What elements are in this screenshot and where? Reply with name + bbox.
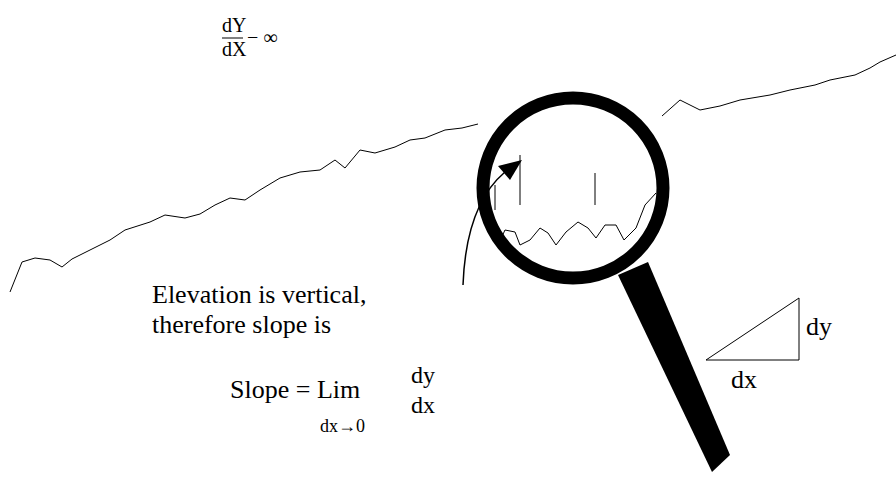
arrow-head [498,160,522,180]
slope-triangle [706,298,799,360]
dimension-label: dx [731,365,757,395]
pointer-arrow [463,172,505,285]
elevation-tick [595,173,596,205]
limit-subscript: dx→0 [320,416,365,437]
magnifier-handle [618,262,730,472]
elevation-tick [495,185,496,210]
terrain-line [662,55,896,116]
fraction-denominator: dx [411,392,435,420]
magnifier-lens [483,98,663,278]
note-text: Elevation is vertical, therefore slope i… [152,280,452,340]
magnified-terrain [498,193,656,245]
formula-text: Slope = Lim [230,375,360,405]
limit-value: − ∞ [247,26,278,49]
fraction-numerator: dy [411,362,435,390]
fraction-numerator: dY [222,14,246,37]
fraction-denominator: dX [222,38,246,61]
terrain-line [10,124,478,292]
dimension-label: dy [806,312,832,342]
